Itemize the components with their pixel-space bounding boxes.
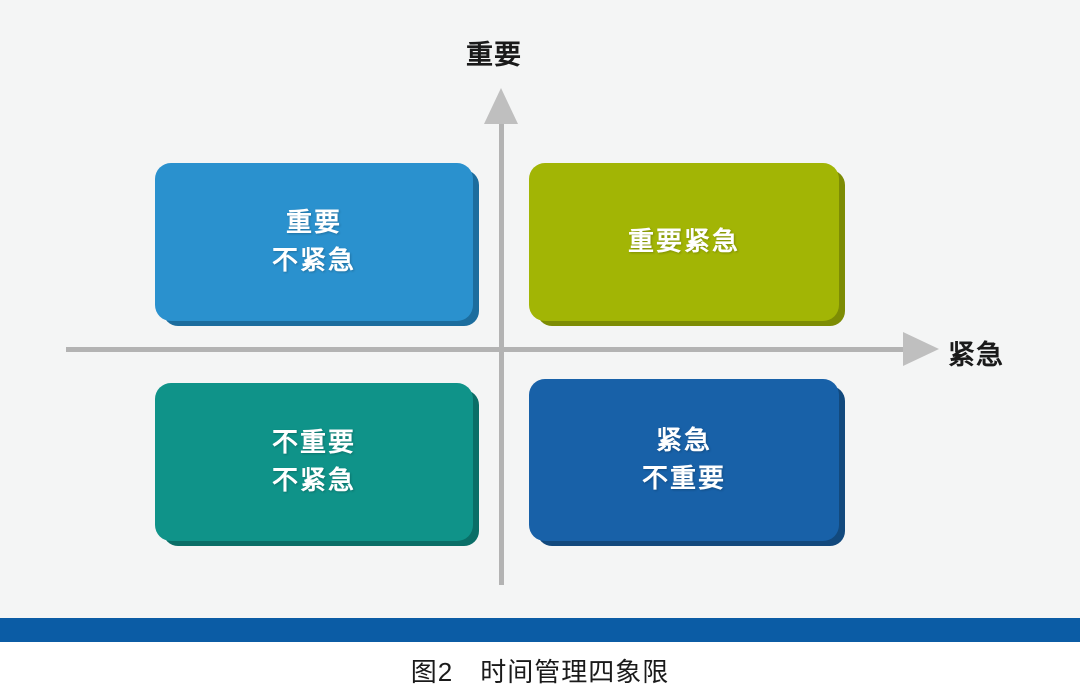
horizontal-axis-line <box>66 347 922 352</box>
quadrant-important-not-urgent[interactable]: 重要 不紧急 <box>155 163 473 321</box>
arrow-right-icon <box>903 332 939 366</box>
quadrant-important-urgent[interactable]: 重要紧急 <box>529 163 839 321</box>
horizontal-axis-label: 紧急 <box>948 340 1004 370</box>
quadrant-not-important-not-urgent[interactable]: 不重要 不紧急 <box>155 383 473 541</box>
figure-caption: 图2 时间管理四象限 <box>410 657 670 687</box>
quadrant-label-line2: 不紧急 <box>271 245 356 275</box>
quadrant-label-line2: 不重要 <box>641 463 726 493</box>
quadrant-label-line1: 重要 <box>285 207 342 238</box>
caption-area: 图2 时间管理四象限 <box>0 642 1080 699</box>
divider-bar <box>0 618 1080 642</box>
quadrant-urgent-not-important[interactable]: 紧急 不重要 <box>529 379 839 541</box>
figure-canvas: 重要 紧急 重要 不紧急 重要紧急 不重要 不紧急 紧急 不重要 <box>0 0 1080 618</box>
vertical-axis-label: 重要 <box>466 40 522 70</box>
quadrant-label-line1: 紧急 <box>655 425 712 456</box>
arrow-up-icon <box>484 88 518 124</box>
quadrant-label-line1: 重要紧急 <box>627 226 740 257</box>
quadrant-label-line1: 不重要 <box>271 427 356 458</box>
vertical-axis-line <box>499 104 504 585</box>
quadrant-label-line2: 不紧急 <box>271 465 356 495</box>
